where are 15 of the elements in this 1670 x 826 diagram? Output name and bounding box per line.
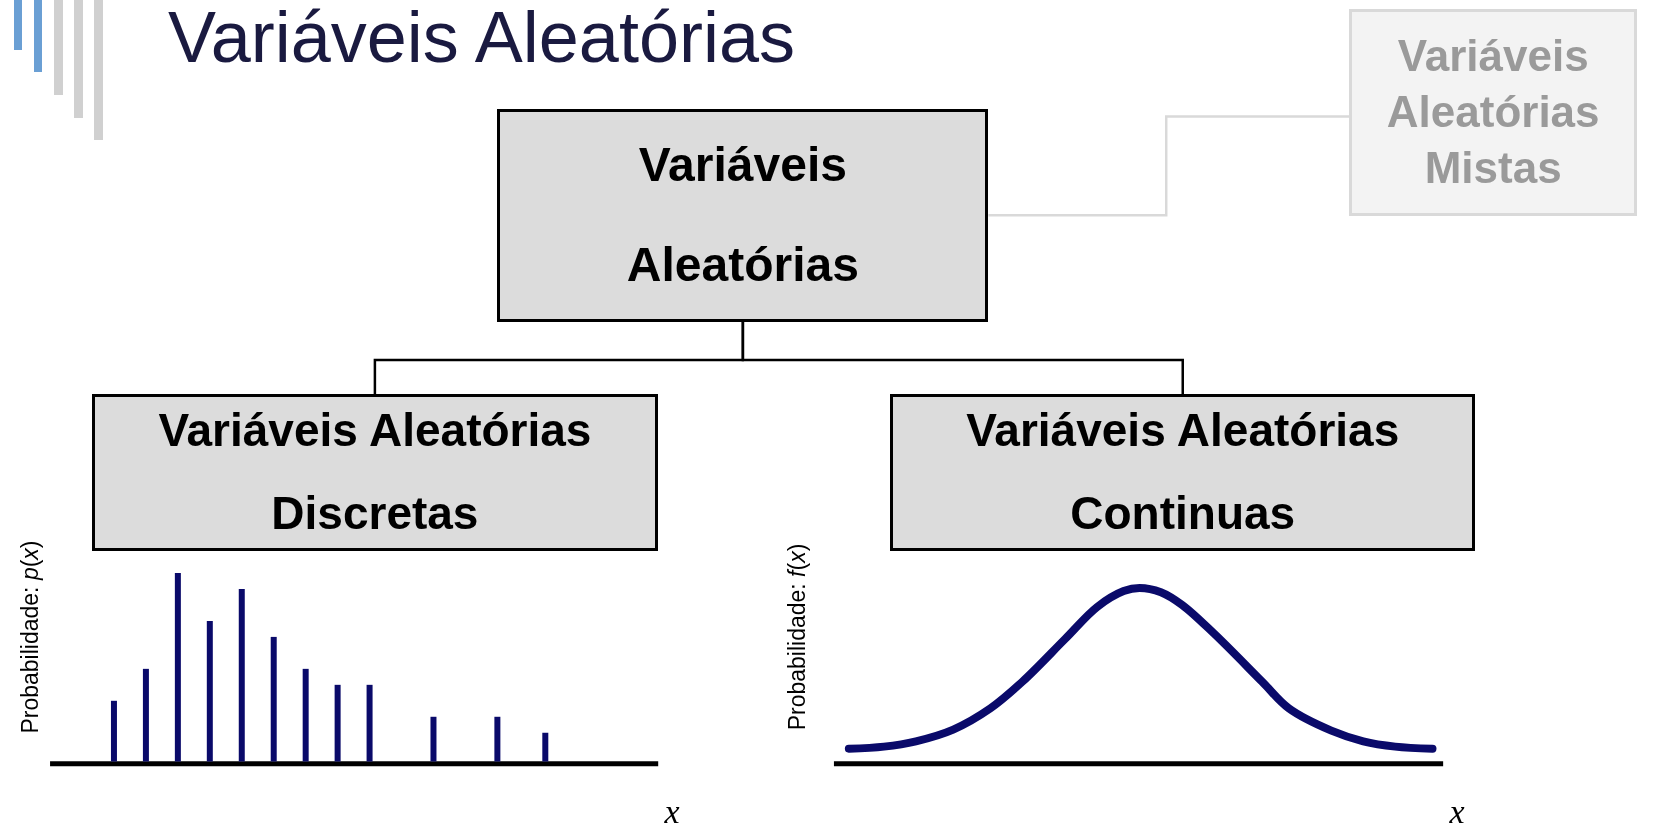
connector-line [741,321,1184,395]
box-text: Variáveis Aleatórias [625,137,860,294]
category-box [497,108,989,322]
box-text: Variáveis Aleatórias Discretas [157,403,593,542]
category-box [890,394,1476,551]
box-text: Variáveis Aleatórias Continuas [965,403,1401,542]
axis-variable: x [664,792,680,826]
category-box [91,394,659,551]
box-text: Variáveis Aleatórias Mistas [1385,30,1601,195]
connector-line [988,115,1350,217]
axis-variable: x [1449,792,1465,826]
title: Variáveis Aleatórias [168,0,795,78]
axis-label: Probabilidade: p(x) [16,540,44,734]
axis-label: Probabilidade: f(x) [783,543,811,731]
category-box [1349,8,1637,217]
